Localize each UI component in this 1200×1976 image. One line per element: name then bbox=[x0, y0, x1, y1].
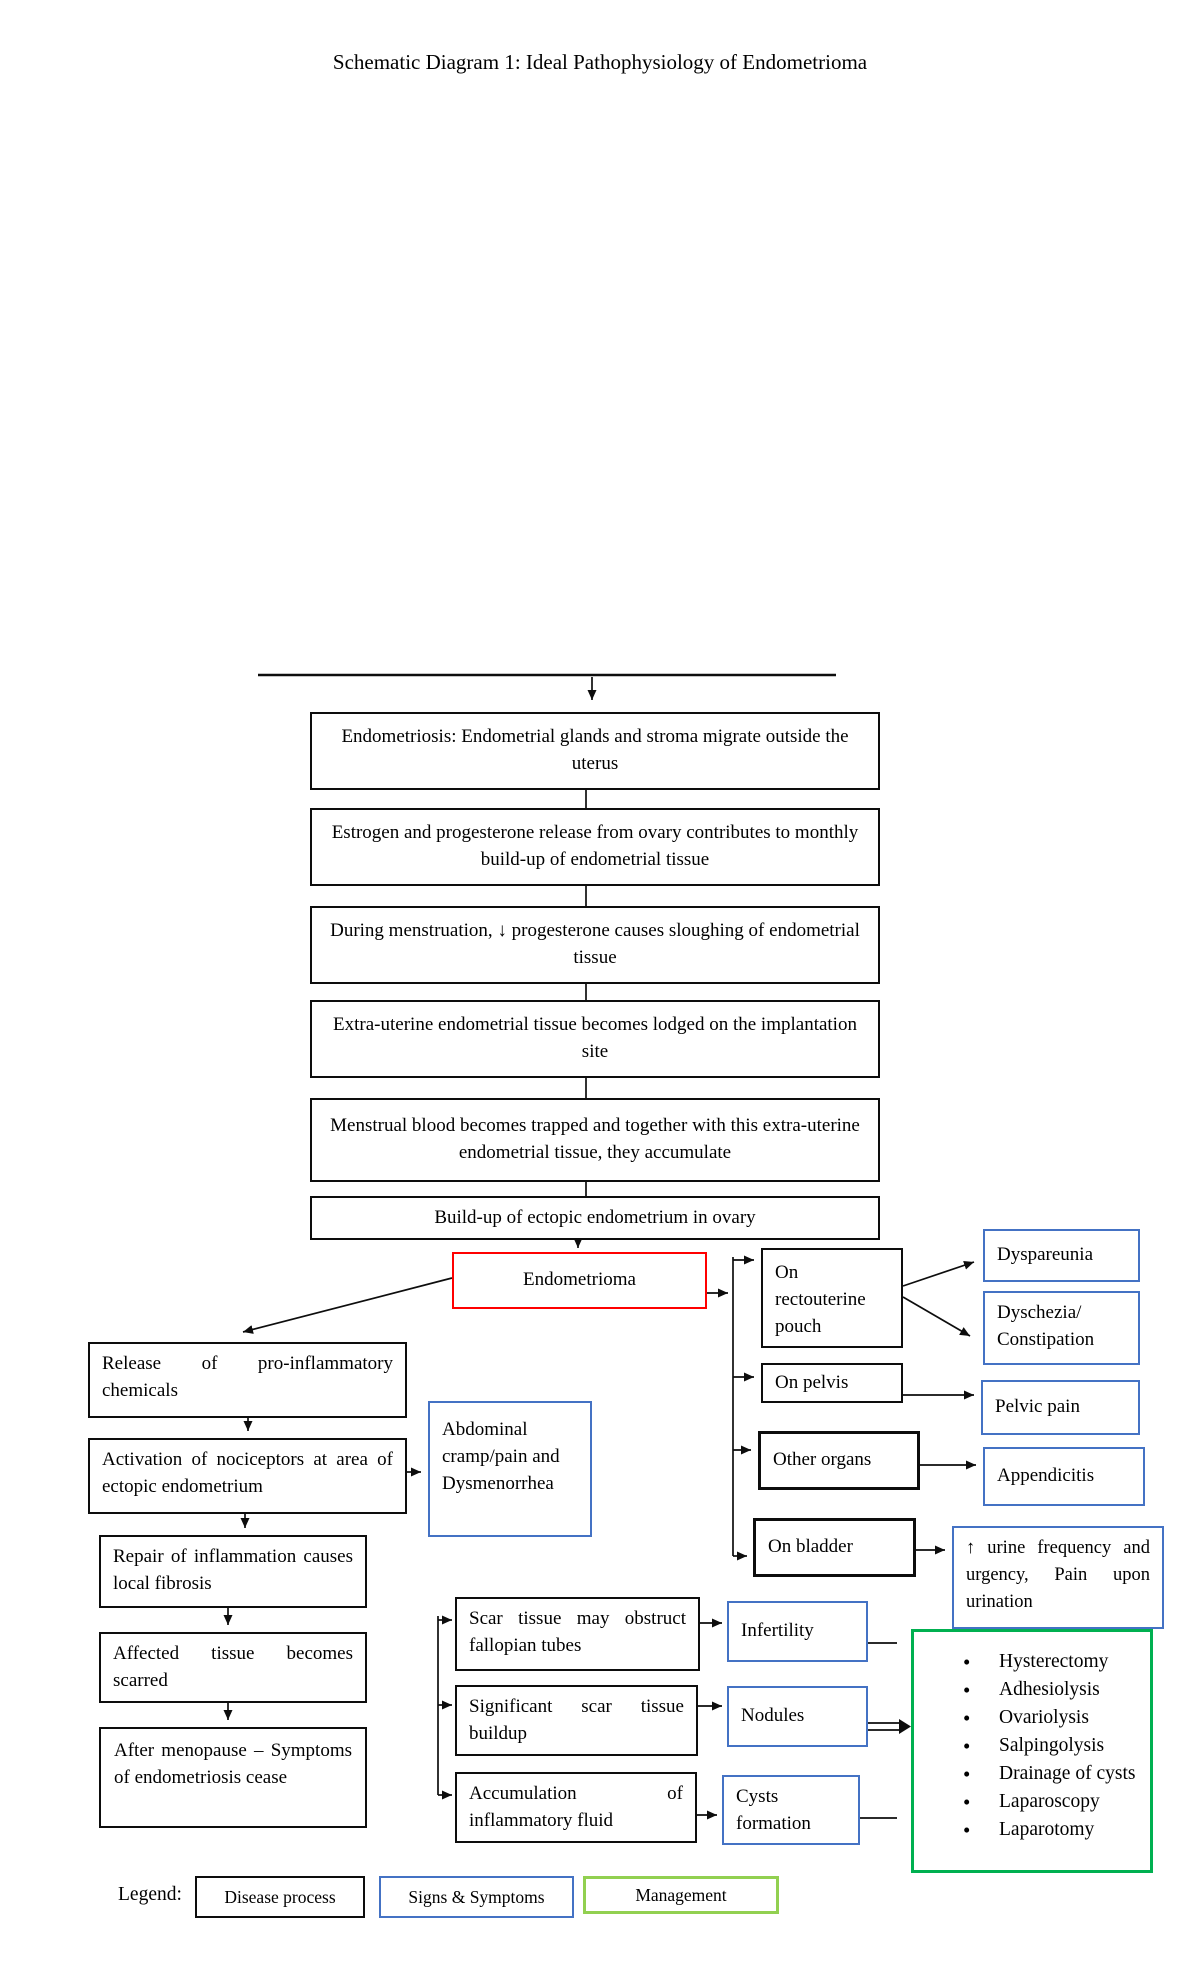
management-item: Laparotomy bbox=[963, 1816, 1147, 1844]
flow-step-estrogen-progesterone: Estrogen and progesterone release from o… bbox=[310, 808, 880, 886]
flow-step-menstruation: During menstruation, ↓ progesterone caus… bbox=[310, 906, 880, 984]
management-item: Salpingolysis bbox=[963, 1732, 1147, 1760]
process-scar-obstructs-tubes: Scar tissue may obstruct fallopian tubes bbox=[455, 1597, 700, 1671]
step-proinflammatory-chemicals: Release of pro-inflammatory chemicals bbox=[88, 1342, 407, 1418]
endometrioma-box: Endometrioma bbox=[452, 1252, 707, 1309]
management-item: Drainage of cysts bbox=[963, 1760, 1147, 1788]
site-rectouterine-pouch: On rectouterine pouch bbox=[761, 1248, 903, 1348]
outcome-infertility: Infertility bbox=[727, 1601, 868, 1662]
site-pelvis: On pelvis bbox=[761, 1363, 903, 1403]
site-other-organs: Other organs bbox=[758, 1431, 920, 1490]
management-list: Hysterectomy Adhesiolysis Ovariolysis Sa… bbox=[963, 1648, 1144, 1844]
legend-label: Legend: bbox=[118, 1884, 182, 1905]
legend-management: Management bbox=[583, 1876, 779, 1914]
symptom-pelvic-pain: Pelvic pain bbox=[981, 1380, 1140, 1435]
step-tissue-scarred: Affected tissue becomes scarred bbox=[99, 1632, 367, 1703]
flow-step-endometriosis: Endometriosis: Endometrial glands and st… bbox=[310, 712, 880, 790]
step-nociceptor-activation: Activation of nociceptors at area of ect… bbox=[88, 1438, 407, 1514]
process-fluid-accumulation: Accumulation of inflammatory fluid bbox=[455, 1772, 697, 1843]
legend-disease-process: Disease process bbox=[195, 1876, 365, 1918]
symptom-abdominal-cramp: Abdominal cramp/pain and Dysmenorrhea bbox=[428, 1401, 592, 1537]
symptom-dyspareunia: Dyspareunia bbox=[983, 1229, 1140, 1282]
symptom-appendicitis: Appendicitis bbox=[983, 1447, 1145, 1506]
management-item: Laparoscopy bbox=[963, 1788, 1147, 1816]
symptom-urinary: ↑ urine frequency and urgency, Pain upon… bbox=[952, 1526, 1164, 1629]
management-item: Adhesiolysis bbox=[963, 1676, 1147, 1704]
step-local-fibrosis: Repair of inflammation causes local fibr… bbox=[99, 1535, 367, 1608]
management-item: Ovariolysis bbox=[963, 1704, 1147, 1732]
flow-step-trapped-blood: Menstrual blood becomes trapped and toge… bbox=[310, 1098, 880, 1182]
flow-step-ectopic-buildup: Build-up of ectopic endometrium in ovary bbox=[310, 1196, 880, 1240]
management-item: Hysterectomy bbox=[963, 1648, 1147, 1676]
outcome-nodules: Nodules bbox=[727, 1686, 868, 1747]
flow-step-lodged-tissue: Extra-uterine endometrial tissue becomes… bbox=[310, 1000, 880, 1078]
process-scar-buildup: Significant scar tissue buildup bbox=[455, 1685, 698, 1756]
management-box: Hysterectomy Adhesiolysis Ovariolysis Sa… bbox=[911, 1629, 1153, 1873]
double-arrow-head bbox=[899, 1719, 911, 1734]
legend-signs-symptoms: Signs & Symptoms bbox=[379, 1876, 574, 1918]
page-title: Schematic Diagram 1: Ideal Pathophysiolo… bbox=[332, 50, 868, 74]
outcome-cysts-formation: Cysts formation bbox=[722, 1775, 860, 1845]
site-bladder: On bladder bbox=[753, 1518, 916, 1577]
step-after-menopause: After menopause – Symptoms of endometrio… bbox=[99, 1727, 367, 1828]
symptom-dyschezia-constipation: Dyschezia/ Constipation bbox=[983, 1291, 1140, 1365]
